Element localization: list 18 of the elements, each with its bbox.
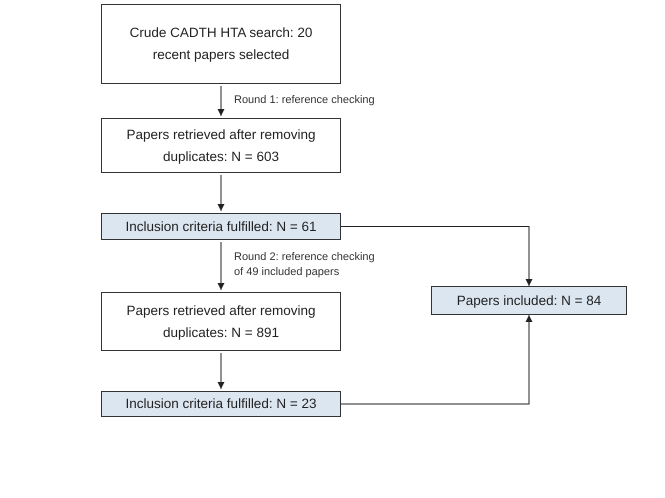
process-box	[101, 391, 341, 417]
box-text: Papers included: N = 84	[456, 292, 602, 310]
box-text: Papers retrieved after removing duplicates: N = 891	[125, 302, 317, 342]
arrow	[340, 314, 532, 404]
process-box	[431, 286, 627, 315]
process-box	[101, 213, 341, 240]
arrow	[218, 174, 224, 212]
box-text: Papers retrieved after removing duplicates: N = 603	[125, 126, 317, 166]
arrow	[218, 86, 224, 116]
arrow	[218, 352, 224, 390]
process-box	[101, 118, 341, 173]
box-text: Crude CADTH HTA search: 20 recent papers selected	[128, 24, 314, 64]
arrow	[340, 226, 532, 286]
arrow	[218, 242, 224, 290]
box-text: Inclusion criteria fulfilled: N = 61	[126, 218, 316, 236]
process-box	[101, 292, 341, 351]
box-text: Inclusion criteria fulfilled: N = 23	[126, 395, 316, 414]
process-box	[101, 4, 341, 84]
